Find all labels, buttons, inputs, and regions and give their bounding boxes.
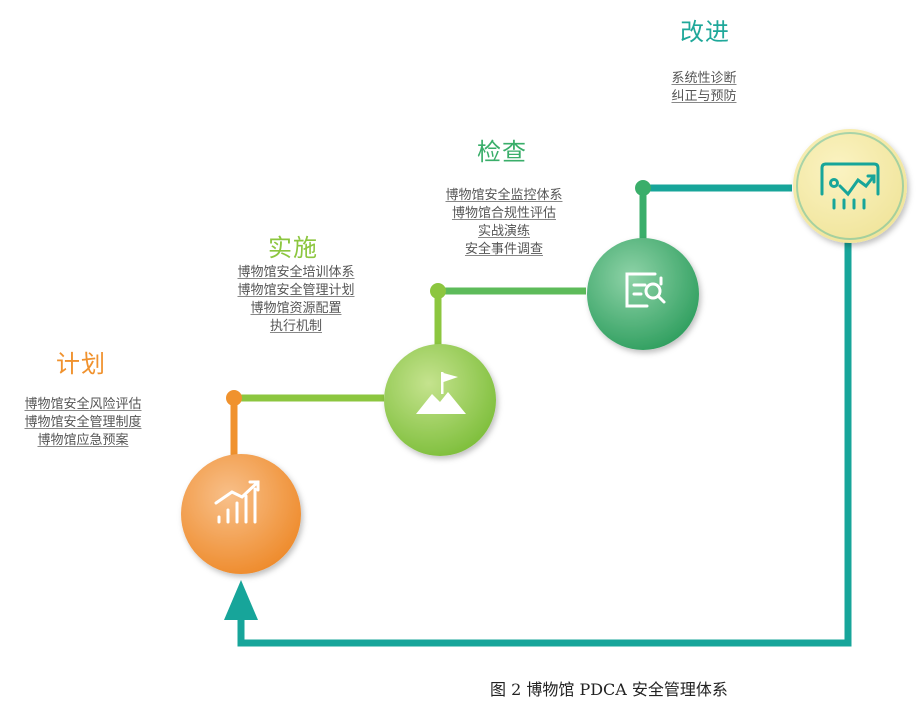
check-items: 博物馆安全监控体系 博物馆合规性评估 实战演练 安全事件调查	[428, 187, 580, 259]
act-node	[793, 129, 907, 243]
rising-bar-chart-icon	[214, 480, 260, 524]
list-item: 系统性诊断	[671, 71, 737, 86]
list-item: 实战演练	[477, 224, 530, 239]
list-item: 博物馆安全培训体系	[237, 265, 355, 280]
plan-connector-dot	[226, 390, 242, 406]
list-item: 安全事件调查	[464, 242, 543, 257]
trend-chart-icon	[820, 162, 880, 210]
list-item: 博物馆安全管理制度	[24, 415, 142, 430]
check-node	[587, 238, 699, 350]
act-items: 系统性诊断 纠正与预防	[654, 70, 754, 106]
do-items: 博物馆安全培训体系 博物馆安全管理计划 博物馆资源配置 执行机制	[220, 264, 372, 336]
document-search-icon	[625, 272, 666, 308]
do-node	[384, 344, 496, 456]
plan-items: 博物馆安全风险评估 博物馆安全管理制度 博物馆应急预案	[8, 396, 158, 450]
mountain-flag-icon	[416, 372, 466, 414]
act-title: 改进	[680, 18, 730, 46]
figure-caption: 图 2 博物馆 PDCA 安全管理体系	[490, 680, 728, 699]
check-connector-dot	[635, 180, 651, 196]
list-item: 博物馆应急预案	[37, 433, 129, 448]
list-item: 博物馆安全风险评估	[24, 397, 142, 412]
plan-title: 计划	[56, 350, 106, 378]
list-item: 博物馆合规性评估	[451, 206, 556, 221]
do-connector-dot	[430, 283, 446, 299]
do-title: 实施	[268, 234, 318, 262]
list-item: 执行机制	[269, 319, 322, 334]
loop-return-line	[237, 240, 852, 647]
list-item: 纠正与预防	[671, 89, 737, 104]
list-item: 博物馆安全管理计划	[237, 283, 355, 298]
check-title: 检查	[477, 138, 527, 166]
list-item: 博物馆资源配置	[250, 301, 342, 316]
list-item: 博物馆安全监控体系	[445, 188, 563, 203]
loop-arrow-head	[224, 580, 258, 620]
plan-node	[181, 454, 301, 574]
